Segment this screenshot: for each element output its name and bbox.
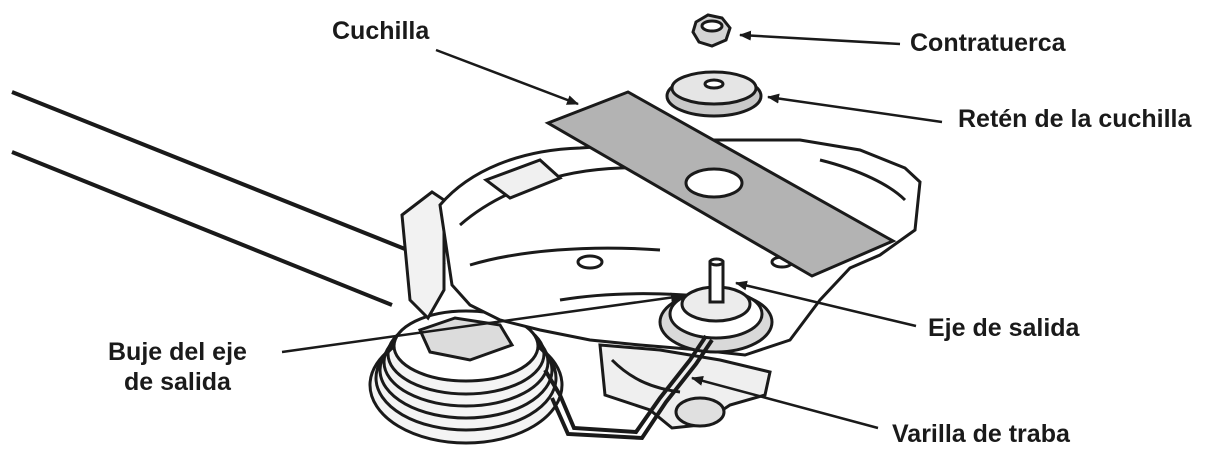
leader-reten [768,97,942,122]
label-contratuerca: Contratuerca [910,28,1066,58]
label-buje-line2: de salida [108,367,247,397]
label-eje-salida: Eje de salida [928,313,1079,343]
gearbox-lower [600,345,770,428]
label-reten-cuchilla: Retén de la cuchilla [958,104,1191,134]
label-cuchilla: Cuchilla [332,16,429,46]
shaft-tube [12,92,445,305]
label-varilla-traba: Varilla de traba [892,419,1070,449]
label-buje-eje-salida: Buje del eje de salida [108,337,247,397]
blade-retainer [667,72,761,116]
spool-drum [370,311,562,443]
label-buje-line1: Buje del eje [108,337,247,367]
locknut [693,15,730,46]
leader-contratuerca [740,35,900,44]
leader-cuchilla [436,50,578,104]
